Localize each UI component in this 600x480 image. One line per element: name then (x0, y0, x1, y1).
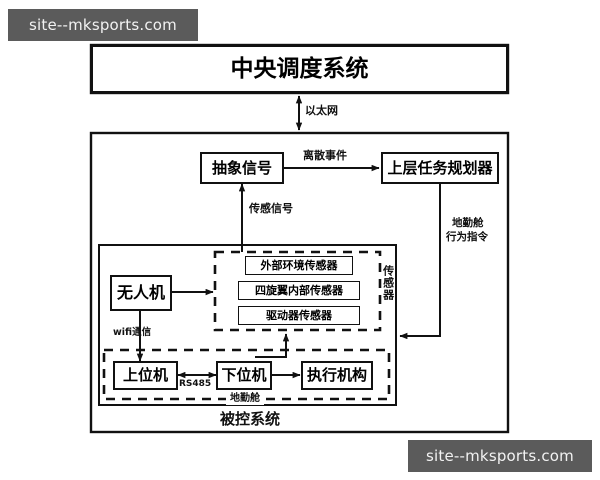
node-slave-computer: 下位机 (216, 361, 272, 390)
label-rs485: RS485 (179, 379, 212, 389)
node-central-dispatch-system: 中央调度系统 (91, 45, 508, 93)
label-sensing-signal: 传感信号 (249, 202, 293, 215)
node-abstract-signal: 抽象信号 (200, 152, 284, 184)
node-host-computer: 上位机 (113, 361, 178, 390)
label-controlled-system: 被控系统 (220, 410, 281, 428)
node-quadrotor-internal-sensor: 四旋翼内部传感器 (238, 281, 360, 300)
label-ground-cabin: 地勤舱 (226, 393, 264, 405)
watermark-top: site--mksports.com (8, 9, 198, 41)
label-sensor-group: 传感器 (381, 265, 395, 301)
ground-cabin-dashed-outline (102, 348, 391, 401)
label-ground-cabin-command-line1: 地勤舱 (452, 217, 484, 229)
watermark-bottom: site--mksports.com (408, 440, 592, 472)
node-upper-task-planner: 上层任务规划器 (381, 152, 499, 184)
label-ground-cabin-command-line2: 行为指令 (446, 231, 488, 243)
label-ethernet: 以太网 (305, 104, 338, 117)
node-uav: 无人机 (110, 275, 172, 311)
node-external-environment-sensor: 外部环境传感器 (245, 256, 353, 275)
sensor-group-dashed-outline (213, 250, 382, 332)
label-wifi-communication: wifi通信 (113, 327, 152, 338)
label-discrete-event: 离散事件 (303, 149, 347, 162)
edge-ground-cabin-command (399, 184, 441, 340)
node-actuator-mechanism: 执行机构 (301, 361, 373, 390)
edge-actuator-feedback (255, 333, 290, 358)
node-actuator-sensor: 驱动器传感器 (238, 306, 360, 325)
